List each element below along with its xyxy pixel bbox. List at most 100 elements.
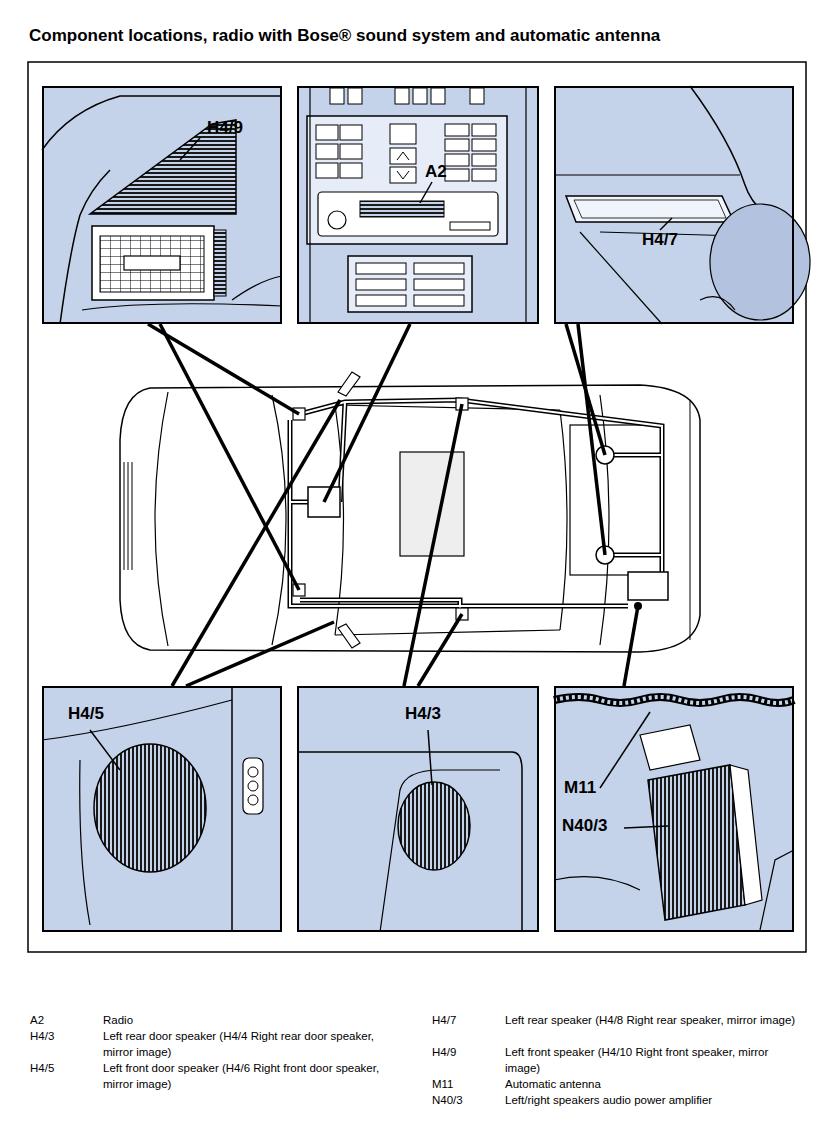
callout-label: H4/3 [405,704,441,724]
door-edge [231,686,233,932]
panel-leader [172,400,340,686]
switch [330,88,344,104]
callout-label: H4/9 [207,118,243,138]
tune-button [390,167,416,183]
panel-leaders [148,324,638,686]
diagram-title: Component locations, radio with Bose® so… [29,26,660,46]
wiring-harness [290,400,662,612]
air-vent [92,226,214,300]
panel-leader [404,404,462,686]
switch-button [248,795,258,805]
key-description: Left front door speaker (H4/6 Right fron… [103,1060,403,1092]
sunroof [400,452,464,556]
wire-outer [290,400,662,612]
callout-label: N40/3 [562,816,607,836]
panel-leader [148,324,299,414]
amplifier-side [730,765,762,905]
door-trim [80,760,90,925]
radio-button [340,125,362,140]
storage-slot [356,279,406,290]
key-description: Left rear speaker (H4/8 Right rear speak… [505,1012,805,1028]
vent-wheel [214,230,226,296]
dash-line [82,304,282,310]
volume-knob [328,211,346,229]
arrow-symbol [397,171,409,179]
radio-button [340,163,362,178]
panel-fill [297,86,539,324]
switch [413,88,427,104]
hose-ribs [554,697,794,703]
switch [431,88,445,104]
radio-button [316,125,338,140]
leader-line [180,138,200,160]
body-line [554,877,640,890]
shelf-edge [554,174,740,175]
panel-leader [160,324,299,590]
radiator-grille [124,462,132,570]
cassette-panel [318,192,498,236]
panel-leader [186,622,334,686]
key-description: Left rear door speaker (H4/4 Right rear … [103,1028,403,1060]
radio-button [316,163,338,178]
rear-window [560,410,567,630]
radio-face [307,116,507,244]
amplifier [648,765,745,920]
dash-edge [42,96,282,150]
key-description: Radio [103,1012,403,1028]
switch-plate [243,758,263,814]
switch [470,88,484,104]
wire-inner [290,400,662,612]
key-code: H4/7 [432,1012,498,1028]
key-description: Left front speaker (H4/10 Right front sp… [505,1044,805,1076]
radio-button [316,144,338,159]
seat-line [700,297,735,310]
door-trim [297,752,522,932]
mirror [338,624,360,648]
headrest [710,204,810,320]
body-line [760,850,794,930]
key-code: A2 [30,1012,96,1028]
amplifier-box [628,572,668,600]
switch-button [248,767,258,777]
key-code: H4/9 [432,1044,498,1060]
cassette-slot [360,201,444,217]
panel-leader [624,606,638,686]
callout-label: H4/5 [68,704,104,724]
key-code: N40/3 [432,1092,498,1108]
preset-button [445,124,469,136]
preset-button [472,169,496,181]
storage-slot [356,263,406,274]
panel-fill [42,86,282,324]
preset-button [472,139,496,151]
storage-unit [348,256,472,312]
door-pocket [380,770,500,932]
radio-display [390,124,416,144]
car-body [120,385,700,652]
leader-line [600,712,650,788]
inset-panel: H4/9 [42,86,282,324]
panel-fill [297,686,539,932]
mirror [338,372,360,396]
preset-button [445,169,469,181]
leader-line [624,826,668,828]
outer-frame [28,62,806,952]
inset-panel: M11N40/3 [554,686,794,932]
switch [395,88,409,104]
callout-label: H4/7 [642,230,678,250]
panel-leader [578,324,605,555]
key-code: H4/5 [30,1060,96,1076]
rear-speaker [566,196,734,222]
preset-button [472,124,496,136]
inset-panel: H4/5 [42,686,282,932]
storage-slot [414,263,464,274]
inset-panel: H4/7 [554,86,794,324]
hood-line [155,392,168,646]
preset-button [472,154,496,166]
leader-line [90,730,120,770]
door-speaker-grille [398,782,470,870]
panel-fill [554,686,794,932]
arrow-symbol [397,152,409,160]
